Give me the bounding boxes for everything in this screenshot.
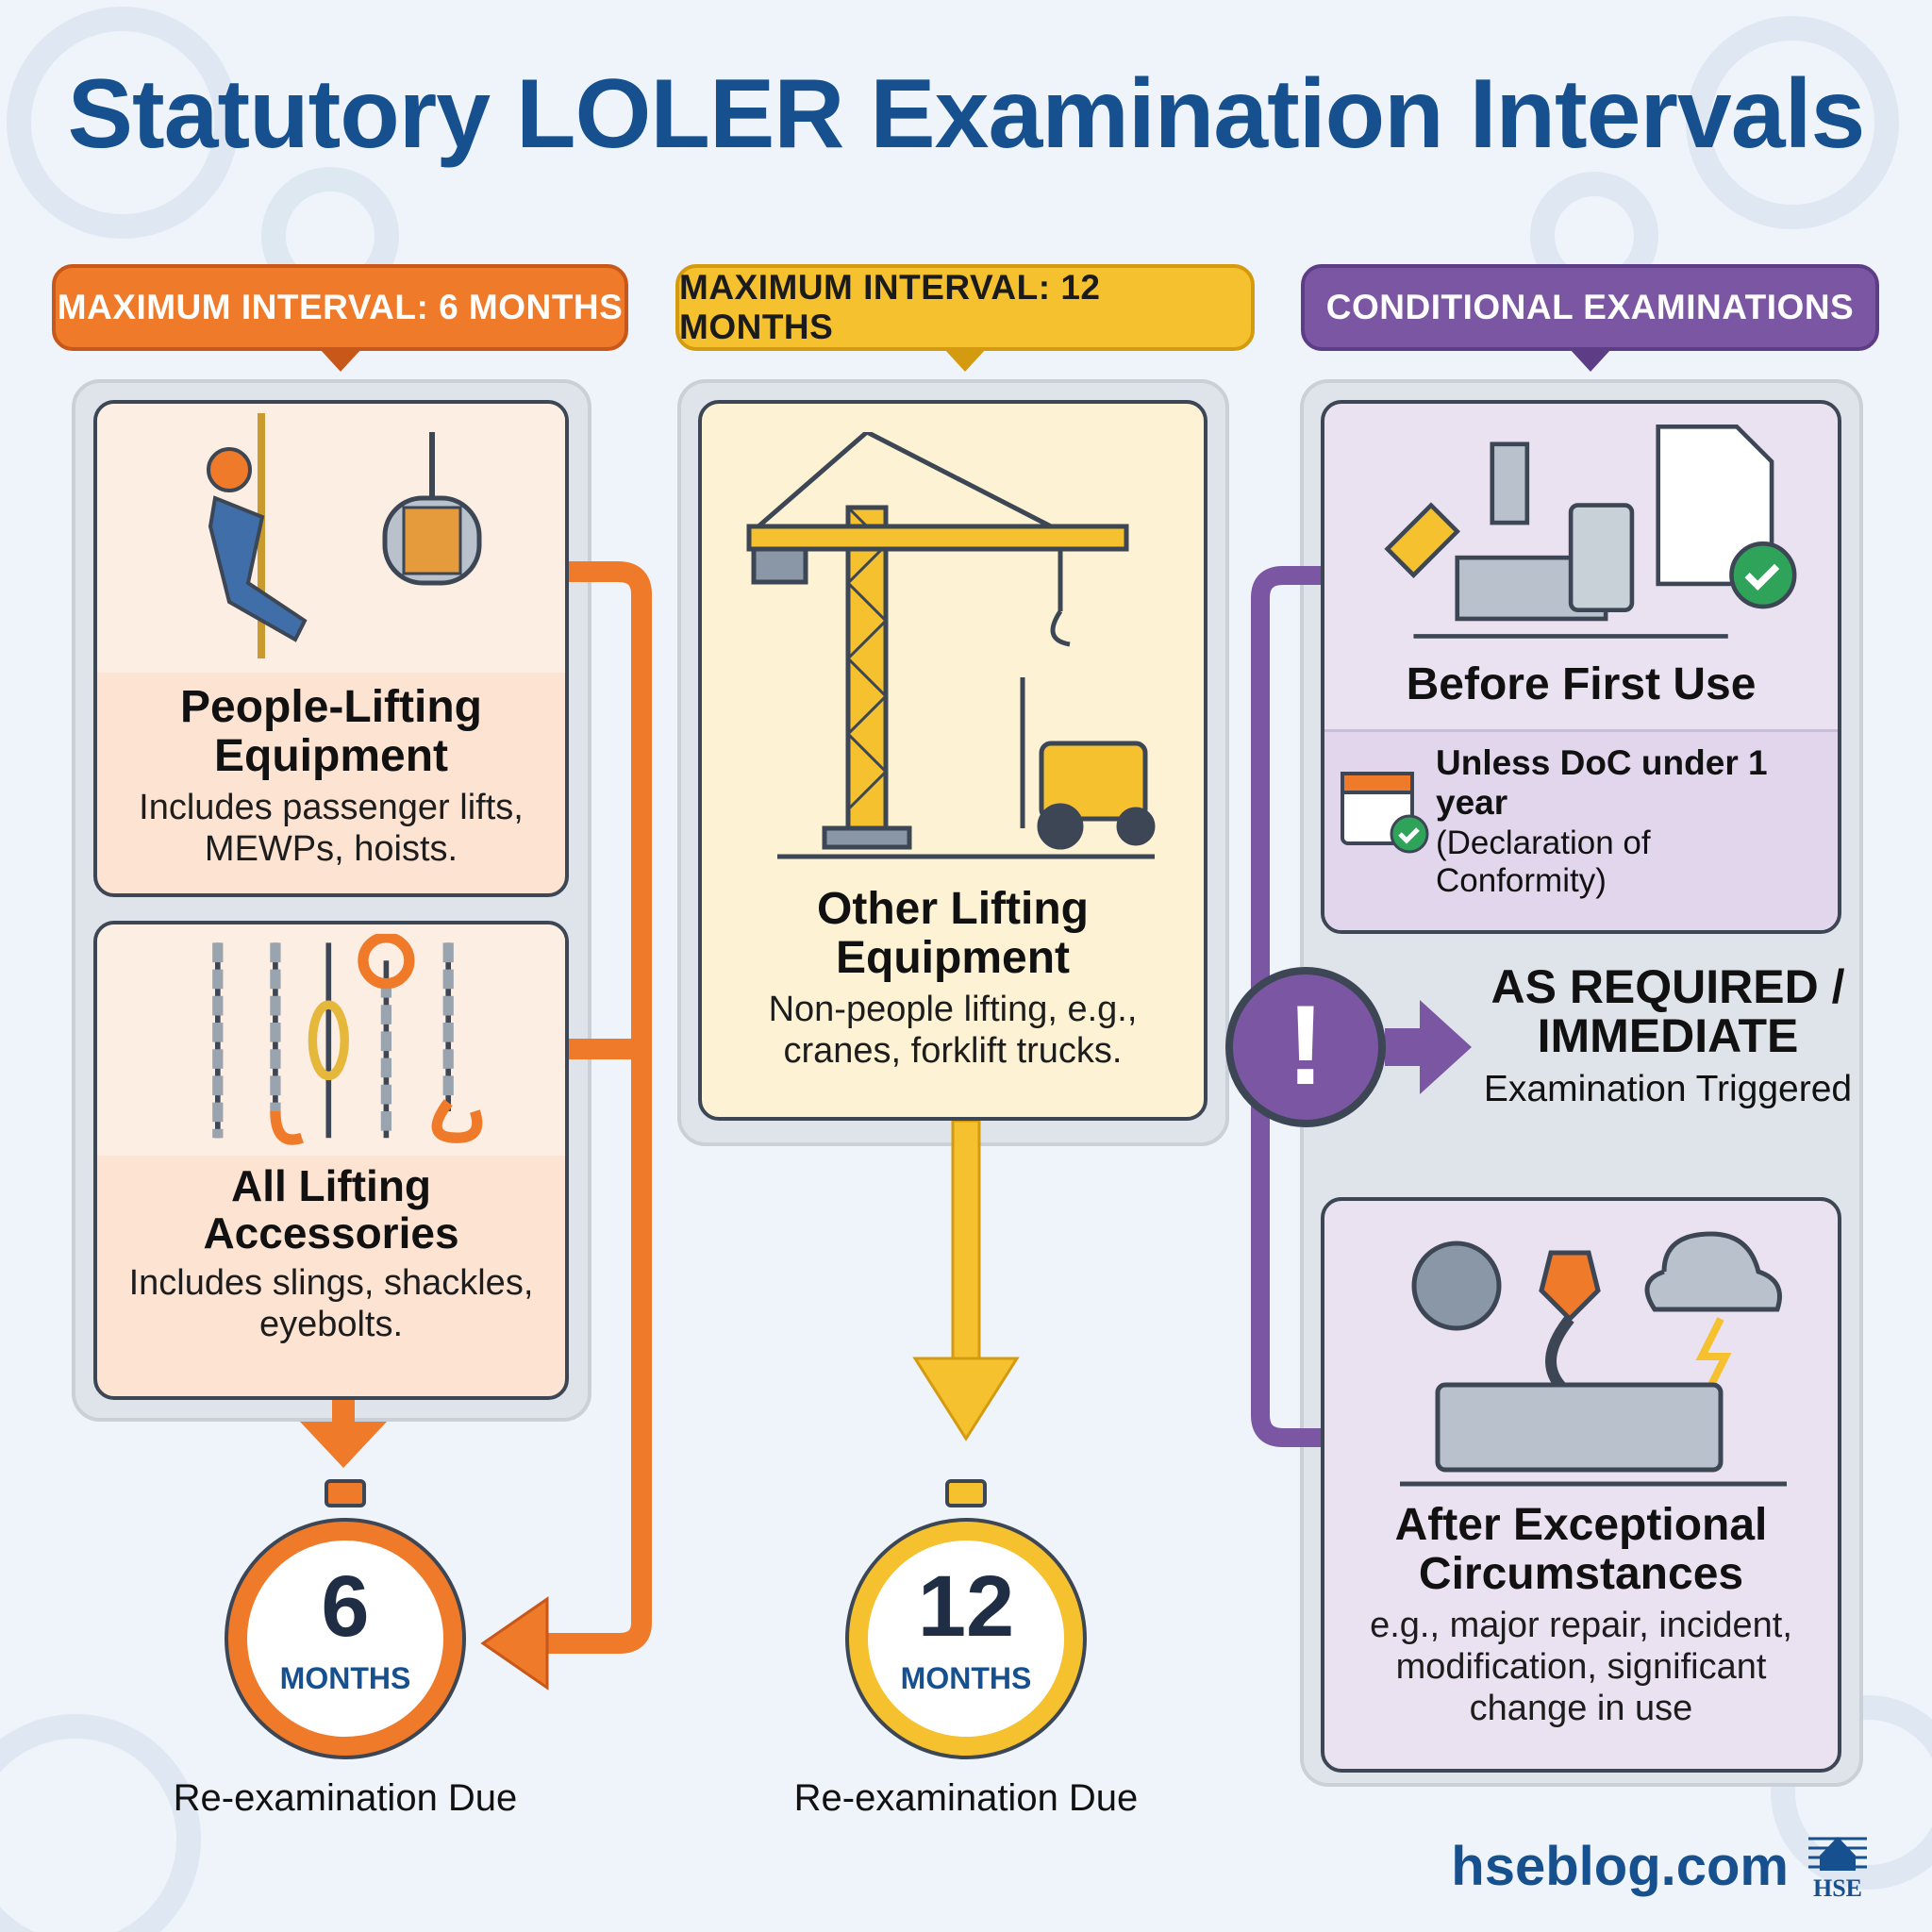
card-title: After Exceptional Circumstances [1394, 1500, 1768, 1599]
trigger-title: AS REQUIRED / IMMEDIATE [1491, 960, 1845, 1062]
calendar-check-icon [1341, 772, 1429, 854]
card-exceptional-circumstances: After Exceptional Circumstances e.g., ma… [1321, 1197, 1841, 1773]
timer-12-months: 12 MONTHS [849, 1522, 1083, 1756]
hse-logo-text: HSE [1812, 1874, 1863, 1902]
header-6-months: MAXIMUM INTERVAL: 6 MONTHS [52, 264, 628, 372]
card-subtitle: e.g., major repair, incident, modificati… [1370, 1606, 1792, 1728]
site-link[interactable]: hseblog.com [1451, 1836, 1789, 1897]
timer-unit: MONTHS [279, 1661, 411, 1695]
chains-hooks-icon [212, 934, 483, 1145]
header-conditional: CONDITIONAL EXAMINATIONS [1301, 264, 1879, 372]
timer-unit: MONTHS [900, 1661, 1032, 1695]
doc-note: (Declaration of Conformity) [1436, 824, 1651, 899]
timer-6-months: 6 MONTHS [228, 1522, 462, 1756]
card-text: All Lifting Accessories Includes slings,… [97, 1162, 565, 1345]
stopwatch-crown [945, 1479, 987, 1507]
card-lifting-accessories: All Lifting Accessories Includes slings,… [93, 921, 569, 1400]
timer-value: 6 [321, 1558, 370, 1655]
hse-logo: HSE [1807, 1835, 1869, 1902]
doc-note-bold: Unless DoC under 1 year [1436, 743, 1768, 822]
card-subtitle: Includes passenger lifts, MEWPs, hoists. [139, 788, 524, 869]
trigger-block: AS REQUIRED / IMMEDIATE Examination Trig… [1479, 962, 1857, 1111]
card-people-lifting: People-Lifting Equipment Includes passen… [93, 400, 569, 897]
card-subtitle: Non-people lifting, e.g., cranes, forkli… [768, 990, 1138, 1071]
stopwatch-crown [325, 1479, 366, 1507]
card-text: Before First Use [1324, 660, 1838, 709]
header-12-months: MAXIMUM INTERVAL: 12 MONTHS [675, 264, 1255, 372]
crane-forklift-icon [746, 432, 1156, 859]
card-subtitle: Includes slings, shackles, eyebolts. [128, 1263, 534, 1344]
card-title: People-Lifting Equipment [180, 682, 482, 781]
due-label-12: Re-examination Due [793, 1777, 1139, 1819]
card-before-first-use: Before First Use Unless DoC under 1 year… [1321, 400, 1841, 934]
hse-house-icon [1808, 1837, 1867, 1871]
card-other-lifting: Other Lifting Equipment Non-people lifti… [698, 400, 1208, 1121]
doc-note-block: Unless DoC under 1 year (Declaration of … [1436, 743, 1828, 900]
card-text: After Exceptional Circumstances e.g., ma… [1324, 1501, 1838, 1729]
rope-access-worker-icon [207, 413, 482, 658]
alert-icon: ! [1225, 967, 1386, 1127]
card-title: Before First Use [1406, 659, 1757, 709]
timer-value: 12 [917, 1558, 1015, 1655]
card-text: Other Lifting Equipment Non-people lifti… [702, 885, 1204, 1072]
incident-storm-icon [1400, 1231, 1787, 1487]
due-label-6: Re-examination Due [173, 1777, 518, 1819]
card-title: Other Lifting Equipment [817, 884, 1089, 983]
card-text: People-Lifting Equipment Includes passen… [97, 683, 565, 870]
trigger-subtitle: Examination Triggered [1483, 1069, 1853, 1109]
page-title: Statutory LOLER Examination Intervals [67, 59, 1866, 169]
card-title: All Lifting Accessories [203, 1161, 459, 1257]
machine-document-icon [1384, 424, 1797, 639]
